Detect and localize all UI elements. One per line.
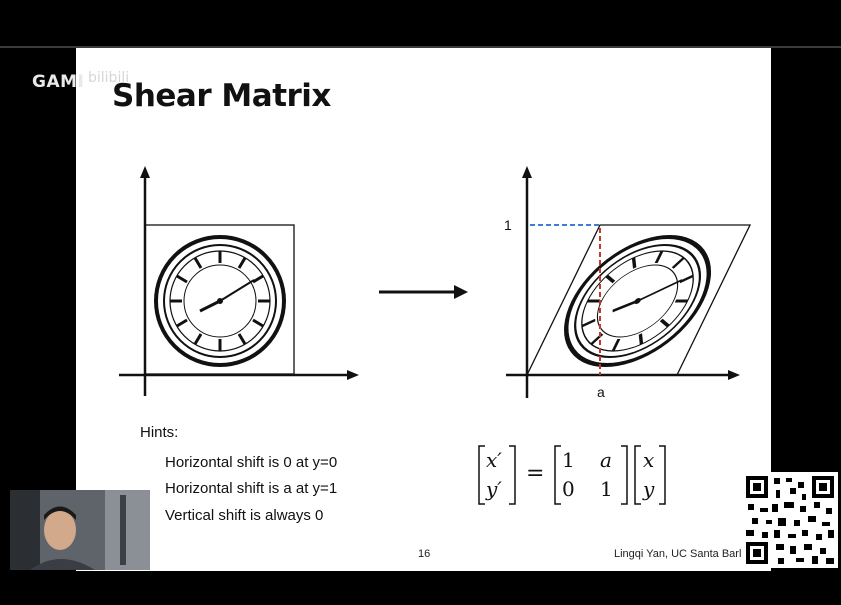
webcam-feed xyxy=(10,490,150,570)
top-divider xyxy=(0,46,841,48)
hint-item: Horizontal shift is 0 at y=0 xyxy=(165,454,338,471)
slide-title: Shear Matrix xyxy=(112,78,331,114)
m22: 1 xyxy=(600,477,613,501)
hint-item: Horizontal shift is a at y=1 xyxy=(165,480,338,497)
page-number: 16 xyxy=(418,548,431,560)
lhs-y: y′ xyxy=(485,477,502,501)
m11: 1 xyxy=(562,448,575,472)
sheared-clock-image xyxy=(564,235,712,367)
figure: 1 a x′ y′ = 1 a 0 1 x y xyxy=(119,166,752,505)
watermark-faint: bilibili xyxy=(88,70,130,86)
lhs-x: x′ xyxy=(486,448,502,472)
shear-matrix-equation: x′ y′ = 1 a 0 1 x y xyxy=(478,445,666,505)
watermark-logo: GAMI xyxy=(32,72,85,92)
m21: 0 xyxy=(562,477,575,501)
label-one: 1 xyxy=(504,217,512,233)
slide: Shear Matrix xyxy=(76,48,771,571)
original-clock-figure xyxy=(119,166,359,396)
rhs-x: x xyxy=(643,448,654,472)
qr-code xyxy=(742,472,838,568)
clock-image xyxy=(154,235,286,367)
hint-item: Vertical shift is always 0 xyxy=(165,507,324,524)
label-a: a xyxy=(597,384,605,400)
rhs-y: y xyxy=(642,477,655,501)
slide-footer: Lingqi Yan, UC Santa Barl xyxy=(614,548,742,560)
hints-heading: Hints: xyxy=(140,424,179,441)
m12: a xyxy=(600,448,612,472)
sheared-clock-figure: 1 a xyxy=(504,166,752,400)
equals-sign: = xyxy=(526,461,544,486)
arrow-right-icon xyxy=(379,285,468,299)
